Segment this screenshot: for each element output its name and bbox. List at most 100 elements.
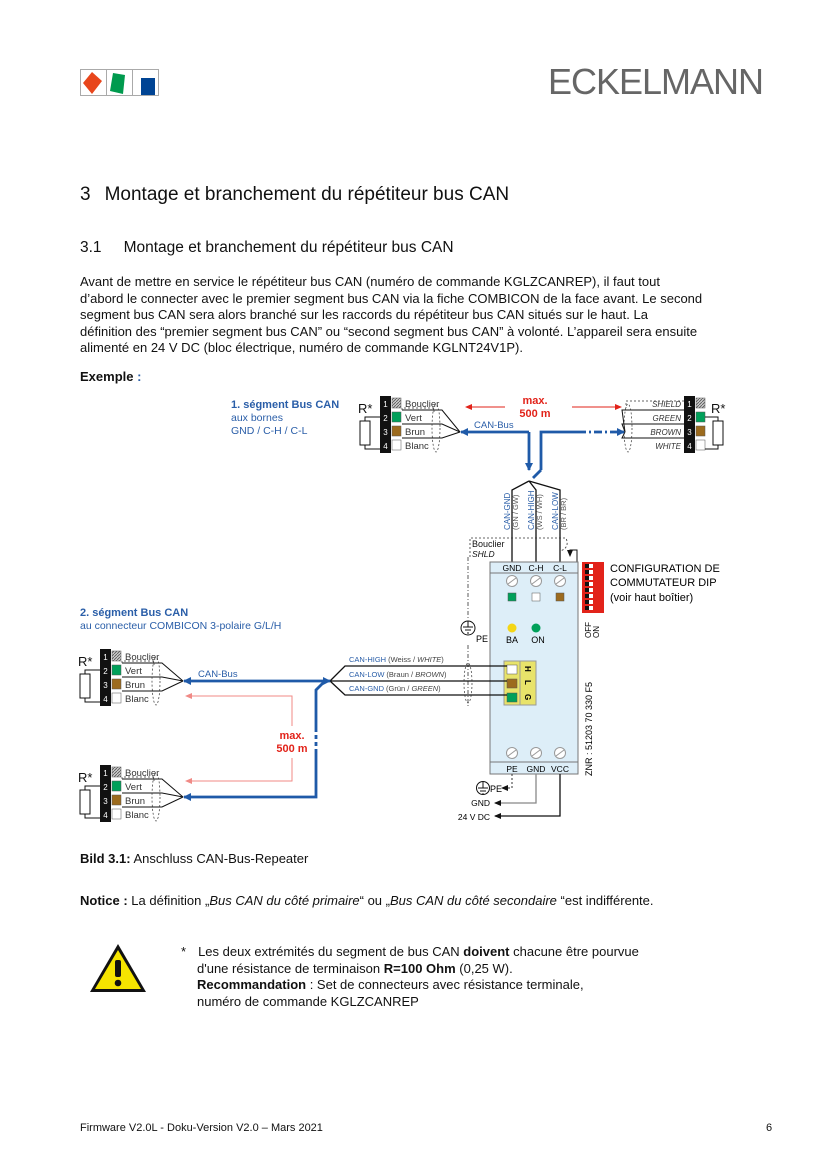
resistor-label: R* (358, 401, 372, 416)
shield-dashed (431, 403, 441, 453)
wire-color-square (111, 678, 122, 690)
plug-letter-g: G (523, 694, 532, 700)
max-label-bottom: max. (279, 730, 304, 742)
vertical-labels: CAN-GND(GN / GW)CAN-HIGH(WS / WH)CAN-LOW… (503, 490, 568, 530)
connector-block (100, 649, 111, 706)
seg1-line2: aux bornes (231, 412, 283, 424)
example-colon: : (137, 369, 142, 384)
screw-slot (531, 749, 541, 757)
wire (122, 676, 184, 682)
figure-caption: Bild 3.1: Anschluss CAN-Bus-Repeater (80, 851, 308, 868)
intro-line: d’abord le connecter avec le premier seg… (80, 290, 703, 306)
bus-join (532, 469, 542, 479)
led-ba-label: BA (506, 635, 518, 645)
warning-line4: numéro de commande KGLZCANREP (197, 993, 419, 1009)
can-wire-name: CAN-HIGH (527, 490, 536, 530)
wire-label: Bouclier (125, 652, 159, 663)
subsection-number: 3.1 (80, 239, 102, 256)
resistor-leads (84, 669, 100, 703)
screw-slot (555, 577, 565, 585)
wire (122, 778, 184, 798)
pin-number: 1 (103, 769, 108, 778)
distance-label-bottom: 500 m (276, 743, 307, 755)
subsection-title: Montage et branchement du répétiteur bus… (123, 239, 454, 256)
dip-config-line3: (voir haut boîtier) (610, 592, 693, 604)
plug-wire-en: GREEN (411, 684, 438, 693)
intro-line: Avant de mettre en service le répétiteur… (80, 274, 660, 289)
warning-recommendation-label: Recommandation (197, 977, 307, 992)
plug-wire-close: ) (438, 684, 441, 693)
pin-number: 3 (687, 428, 692, 437)
pin-number: 3 (383, 428, 388, 437)
resistor-leads (84, 785, 100, 819)
terminal-gnd: GND (503, 563, 522, 573)
plug-wire-en: BROWN (415, 670, 444, 679)
dip-switch[interactable] (582, 562, 604, 613)
wire-label: Blanc (125, 694, 149, 705)
terminal-gnd-bottom: GND (527, 764, 546, 774)
plug-wire-name: CAN-LOW (349, 670, 385, 679)
wire-label: Vert (405, 413, 422, 424)
section-number: 3 (80, 184, 91, 205)
led-ba-icon (507, 623, 517, 633)
dip-config-line2: COMMUTATEUR DIP (610, 577, 717, 589)
distance2-arrow-lower (185, 758, 293, 784)
resistor-icon (712, 420, 724, 446)
brand-name: ECKELMANN (548, 61, 764, 102)
notice: Notice : La définition „Bus CAN du côté … (80, 893, 654, 910)
warning-line1-end: chacune être pourvue (509, 944, 639, 959)
wire (402, 431, 461, 439)
resistor-label: R* (711, 401, 725, 416)
wire-color-square (111, 808, 122, 820)
warning-icon (90, 944, 146, 992)
wire (122, 662, 184, 682)
resistor-icon (79, 673, 91, 699)
seg1-title: 1. ségment Bus CAN (231, 399, 339, 411)
znr-label: ZNR : 51203 70 330 F5 (584, 682, 594, 776)
plug-wire-close: ) (441, 655, 444, 664)
wire-label: Blanc (125, 810, 149, 821)
shield-lead (625, 400, 684, 408)
wire-color-square (111, 692, 122, 704)
terminal-pe: PE (506, 764, 518, 774)
plug-wire-name: CAN-HIGH (349, 655, 386, 664)
wire-color-square (391, 411, 402, 423)
screw-slot (555, 749, 565, 757)
warning-resistance: R=100 Ohm (383, 960, 456, 976)
wire-color-square (111, 794, 122, 806)
wire (122, 796, 184, 808)
seg2-title: 2. ségment Bus CAN (80, 607, 188, 619)
dip-switch-knob (585, 570, 589, 574)
wire-label: Brun (125, 680, 145, 691)
intro-paragraph: Avant de mettre en service le répétiteur… (80, 274, 702, 357)
shield-abbr: SHLD (472, 549, 495, 559)
plug-wire (329, 680, 507, 696)
dip-config-line1: CONFIGURATION DE (610, 563, 720, 575)
can-wire-color: (WS / WH) (535, 494, 544, 530)
pin-number: 4 (103, 695, 108, 704)
bus2-vertical-top (314, 680, 326, 728)
terminal-ch: C-H (528, 563, 543, 573)
eckelmann-logo (80, 69, 159, 96)
notice-em2: Bus CAN du côté secondaire (389, 893, 557, 908)
shield-lead (401, 407, 435, 412)
pin-number: 2 (103, 783, 108, 792)
screw-slot (507, 749, 517, 757)
resistor-leads (705, 416, 719, 450)
plug-wire-detail: (Braun / (386, 670, 415, 679)
distance2-arrow-upper (185, 693, 293, 726)
power-24vdc-label: 24 V DC (458, 812, 490, 822)
dip-switch-knob (585, 606, 589, 610)
color-square-white (531, 592, 541, 602)
intro-line: alimenté en 24 V DC (bloc électrique, nu… (80, 340, 523, 355)
caption-text: Anschluss CAN-Bus-Repeater (130, 851, 309, 866)
can-wire-color: (GN / GW) (511, 494, 520, 530)
pin-number: 2 (687, 414, 692, 423)
